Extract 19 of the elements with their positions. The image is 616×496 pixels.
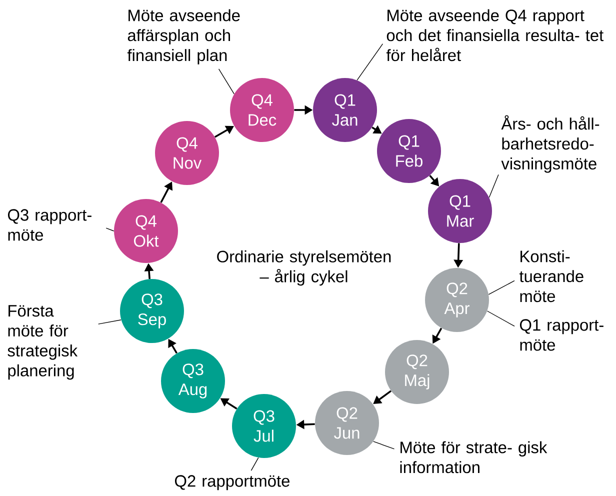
leader-line <box>373 441 395 450</box>
callout-text: Möte avseende Q4 rapport och det finansiella resulta- tet för helåret <box>386 9 604 62</box>
leader-line <box>218 68 234 94</box>
callout-text: Möte avseende affärsplan och finansiell plan <box>127 9 240 64</box>
callout-text: Q1 rapport- möte <box>520 319 604 351</box>
leader-line <box>356 44 384 80</box>
leader-line <box>486 310 515 327</box>
leader-line <box>98 320 122 324</box>
callout-text: Konsti- tuerande möte <box>519 250 584 302</box>
callout-text: Års- och håll- barhetsredo- visningsmöte <box>501 115 600 173</box>
callout-text: Q2 rapportmöte <box>174 475 290 490</box>
leader-line <box>106 228 114 232</box>
callout-text: Möte för strate- gisk information <box>400 441 548 474</box>
leader-line <box>488 174 499 198</box>
callout-text: Q3 rapport- möte <box>8 209 92 241</box>
title-text: Ordinarie styrelsemöten – årlig cykel <box>217 250 391 286</box>
callout-text: Första möte för strategisk planering <box>8 305 78 380</box>
leader-line <box>250 457 259 471</box>
leader-line <box>488 280 515 295</box>
